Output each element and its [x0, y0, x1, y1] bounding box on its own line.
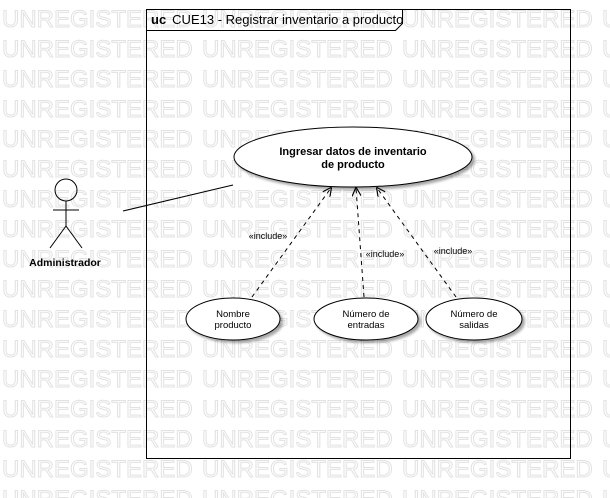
use-case-label-line2: entradas	[348, 320, 385, 331]
include-arrow-entradas	[356, 188, 365, 298]
system-frame: uc CUE13 - Registrar inventario a product…	[146, 9, 571, 459]
actor-administrador[interactable]: Administrador	[29, 178, 101, 269]
include-label-entradas: «include»	[366, 249, 405, 259]
actor-label: Administrador	[29, 257, 101, 269]
use-case-numero-entradas[interactable]: Número de entradas	[313, 297, 419, 341]
use-case-label-line1: Número de	[343, 309, 390, 320]
use-case-numero-salidas[interactable]: Número de salidas	[425, 297, 523, 341]
use-case-label-line1: Ingresar datos de inventario	[279, 146, 427, 158]
association-line	[122, 184, 234, 212]
use-case-label-line2: producto	[215, 320, 252, 331]
frame-keyword: uc	[151, 12, 166, 27]
include-arrow-salidas	[377, 188, 457, 298]
include-label-salidas: «include»	[434, 246, 473, 256]
use-case-ellipse	[313, 297, 419, 341]
use-case-label-line2: salidas	[459, 320, 489, 331]
frame-border	[146, 9, 571, 459]
include-label-nombre: «include»	[249, 231, 288, 241]
frame-title: uc CUE13 - Registrar inventario a product…	[151, 12, 403, 27]
include-arrow-nombre	[251, 188, 331, 298]
use-case-label-line1: Número de	[451, 309, 498, 320]
use-case-ellipse	[425, 297, 523, 341]
actor-stick-figure-icon	[49, 178, 83, 249]
frame-title-text: CUE13 - Registrar inventario a producto	[172, 12, 403, 27]
use-case-ellipse	[233, 126, 473, 188]
frame-title-tab	[146, 9, 403, 31]
use-case-label-line1: Nombre	[216, 309, 250, 320]
include-relations: «include» «include» «include»	[249, 188, 473, 298]
use-case-label-line2: de producto	[321, 159, 385, 171]
use-case-ellipse	[185, 297, 281, 341]
use-case-ingresar-datos[interactable]: Ingresar datos de inventario de producto	[233, 126, 473, 188]
use-case-nombre-producto[interactable]: Nombre producto	[185, 297, 281, 341]
